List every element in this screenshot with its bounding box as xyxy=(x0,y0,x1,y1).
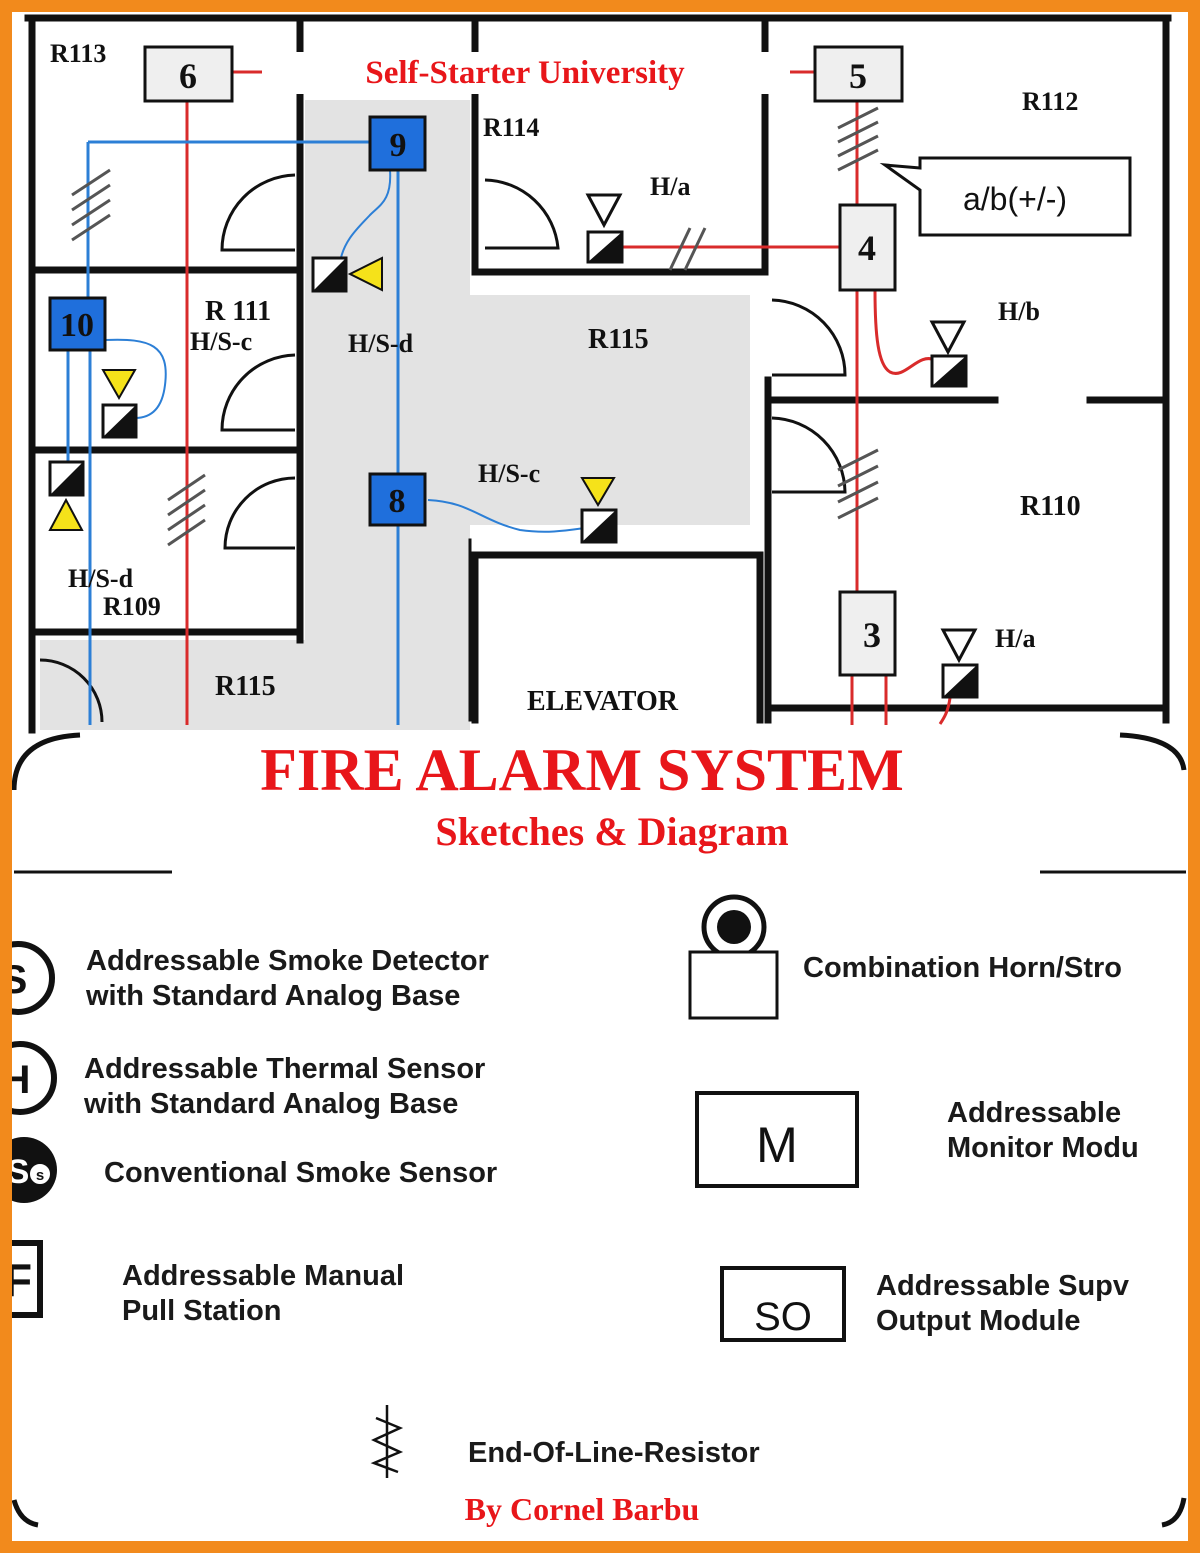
legend-eol-resistor: End-Of-Line-Resistor xyxy=(468,1437,760,1469)
label-hsd-corridor: H/S-d xyxy=(348,329,414,358)
title-panel xyxy=(11,732,1187,1540)
svg-text:SO: SO xyxy=(754,1295,812,1339)
red-wiring xyxy=(185,70,952,725)
room-r109: R109 xyxy=(103,592,161,621)
legend-thermal-line2: with Standard Analog Base xyxy=(83,1088,458,1120)
module-3: 3 xyxy=(838,590,897,677)
polarity-callout: a/b(+/-) xyxy=(879,156,1132,237)
blue-wiring xyxy=(66,140,586,725)
floor-plan: 6 5 4 3 9 10 8 xyxy=(14,14,1186,734)
conventional-smoke-icon: S s xyxy=(0,1137,57,1203)
horn-strobe-hb xyxy=(929,320,968,388)
svg-text:4: 4 xyxy=(858,228,876,268)
svg-text:10: 10 xyxy=(60,307,94,344)
horn-strobe-corridor-top xyxy=(311,256,383,293)
room-r114: R114 xyxy=(483,113,539,142)
horn-strobe-r114 xyxy=(585,193,624,264)
door-swings xyxy=(39,173,847,723)
svg-text:6: 6 xyxy=(179,56,197,96)
university-name: Self-Starter University xyxy=(365,55,685,91)
module-9: 9 xyxy=(368,115,427,172)
svg-text:9: 9 xyxy=(390,127,407,164)
room-elevator: ELEVATOR xyxy=(527,686,679,717)
room-r111: R 111 xyxy=(205,296,271,327)
legend-pull-line2: Pull Station xyxy=(122,1295,282,1327)
author: By Cornel Barbu xyxy=(465,1491,700,1527)
module-8: 8 xyxy=(368,472,427,527)
subtitle: Sketches & Diagram xyxy=(435,809,788,854)
legend-smoke-line2: with Standard Analog Base xyxy=(85,980,460,1012)
room-r115-bottom: R115 xyxy=(215,671,276,702)
label-ha-r110: H/a xyxy=(995,624,1035,653)
module-10: 10 xyxy=(48,296,107,352)
resistor-icon xyxy=(370,1405,404,1478)
svg-text:s: s xyxy=(36,1167,44,1184)
svg-text:M: M xyxy=(756,1117,798,1173)
label-ha-top: H/a xyxy=(650,172,690,201)
room-r113: R113 xyxy=(50,39,106,68)
svg-text:a/b(+/-): a/b(+/-) xyxy=(963,181,1067,217)
horn-strobe-r111 xyxy=(101,369,138,439)
monitor-module-icon: M xyxy=(695,1091,859,1188)
supervised-output-icon: SO xyxy=(720,1266,846,1342)
svg-text:5: 5 xyxy=(849,56,867,96)
walls xyxy=(24,14,1172,734)
horn-strobe-r109 xyxy=(48,460,85,531)
module-4: 4 xyxy=(838,203,897,292)
legend-pull-line1: Addressable Manual xyxy=(122,1260,404,1292)
legend-so-line2: Output Module xyxy=(876,1305,1081,1337)
room-r115-top: R115 xyxy=(588,324,649,355)
corridor-floor xyxy=(40,100,750,730)
room-r112: R112 xyxy=(1022,87,1078,116)
legend-smoke-line1: Addressable Smoke Detector xyxy=(86,945,489,977)
horn-strobe-corridor-right xyxy=(580,477,618,544)
room-r110: R110 xyxy=(1020,491,1081,522)
main-title: FIRE ALARM SYSTEM xyxy=(260,737,903,803)
legend-horn-strobe: Combination Horn/Stro xyxy=(803,952,1122,984)
label-hsc-r111: H/S-c xyxy=(190,327,252,356)
svg-text:S: S xyxy=(7,1153,30,1191)
university-banner-bg xyxy=(262,52,788,94)
horn-strobe-legend-icon xyxy=(688,894,779,1020)
horn-strobe-r110 xyxy=(940,628,979,699)
svg-text:3: 3 xyxy=(863,615,881,655)
svg-text:8: 8 xyxy=(389,483,406,520)
module-5: 5 xyxy=(813,45,904,103)
legend-monitor-line2: Monitor Modu xyxy=(947,1132,1139,1164)
legend-thermal-line1: Addressable Thermal Sensor xyxy=(84,1053,485,1085)
label-hb: H/b xyxy=(998,297,1040,326)
legend: S Addressable Smoke Detector with Standa… xyxy=(0,894,1139,1478)
module-6: 6 xyxy=(143,45,234,103)
legend-so-line1: Addressable Supv xyxy=(876,1270,1129,1302)
legend-monitor-line1: Addressable xyxy=(947,1097,1121,1129)
wire-hatches xyxy=(71,106,879,547)
legend-conventional: Conventional Smoke Sensor xyxy=(104,1157,497,1189)
label-hsd-r109: H/S-d xyxy=(68,564,134,593)
label-hsc-corridor: H/S-c xyxy=(478,459,540,488)
